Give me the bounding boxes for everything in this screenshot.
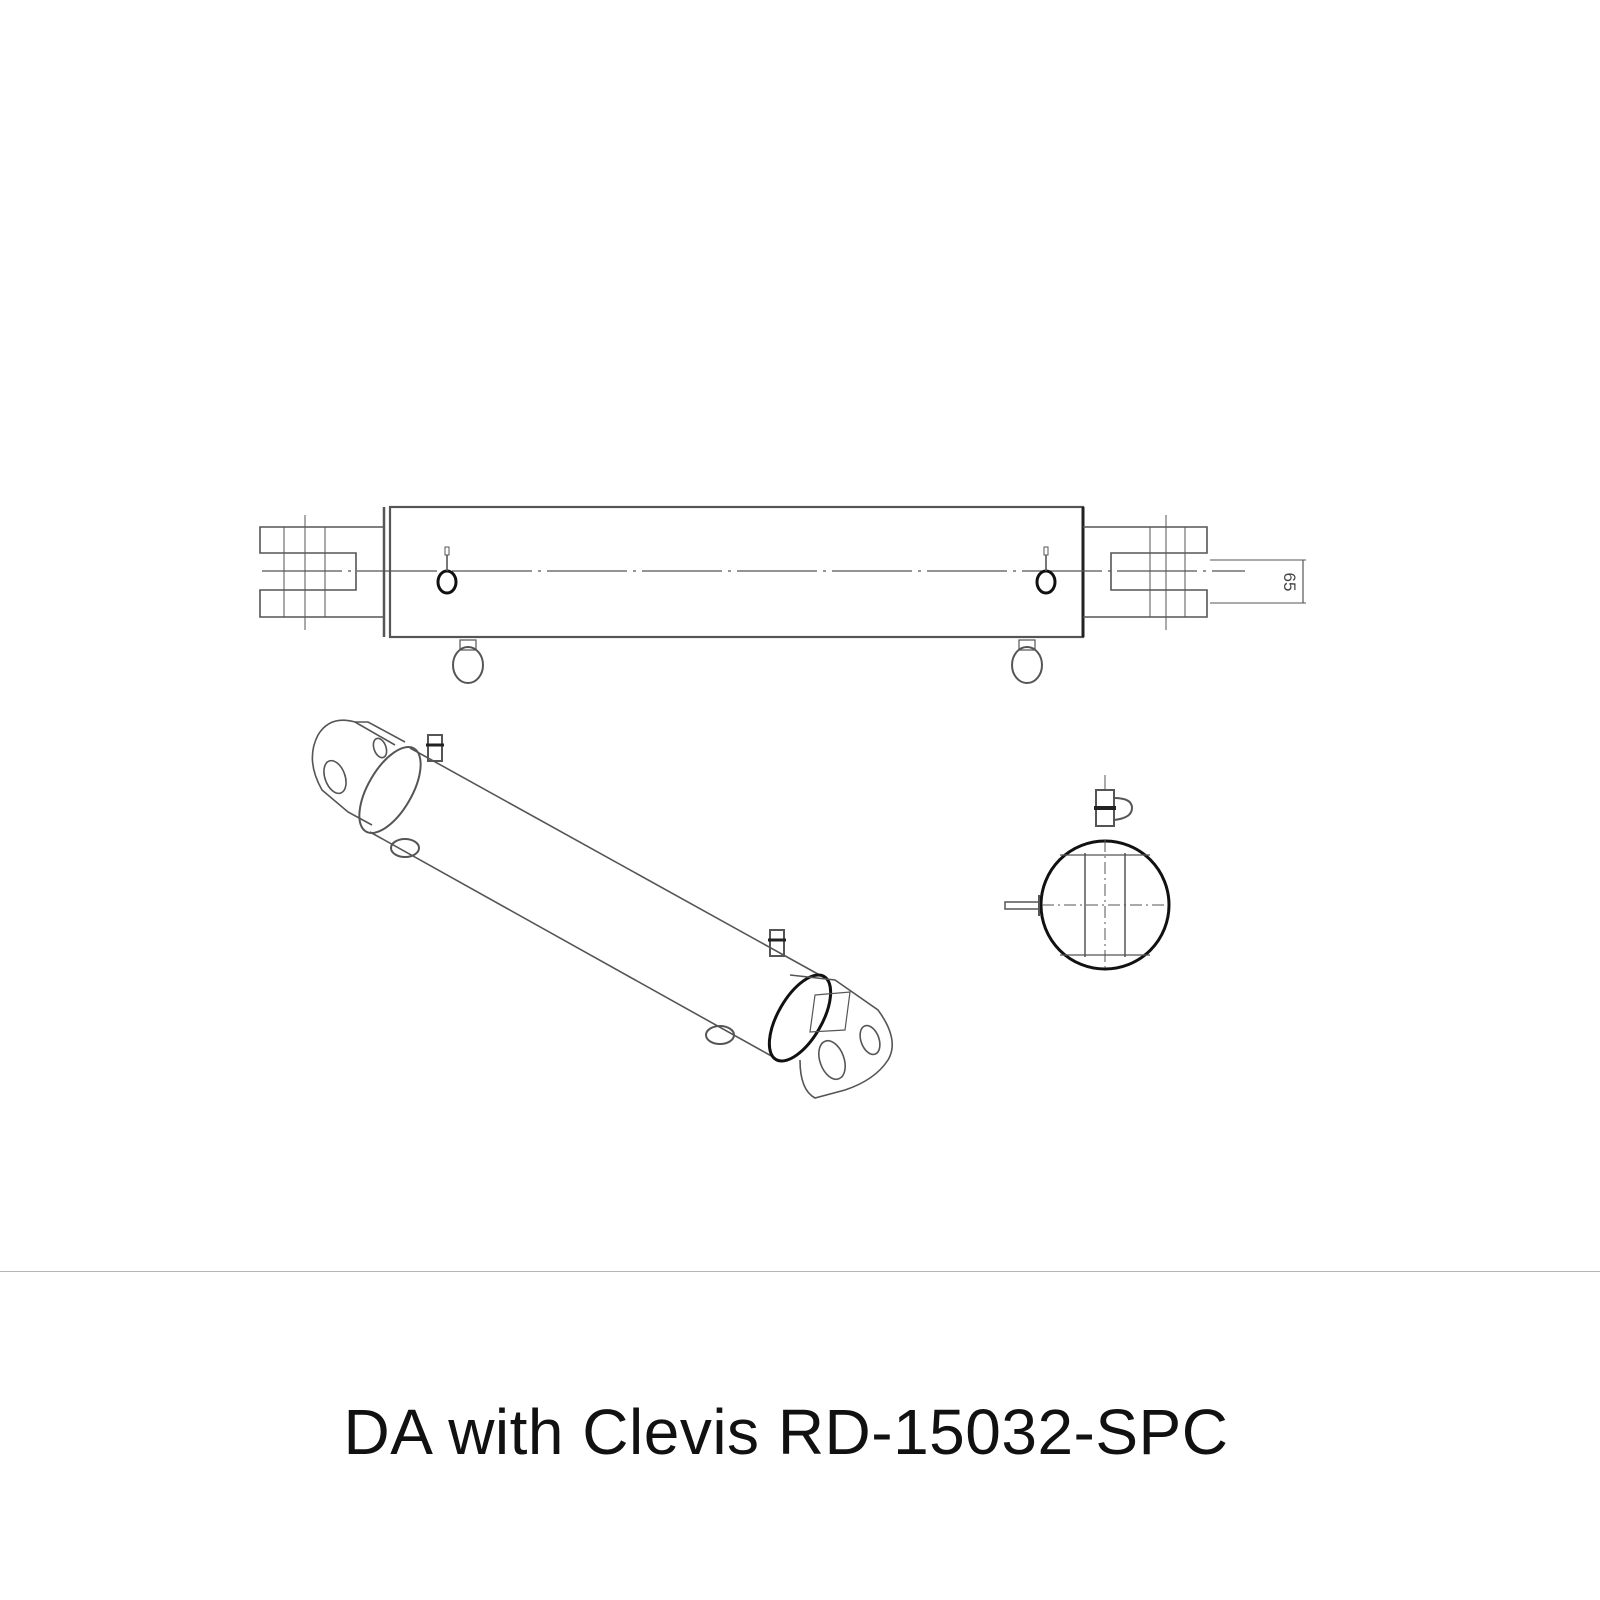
port-fitting-icon xyxy=(426,734,444,762)
iso-left-clevis xyxy=(311,719,396,826)
lug-icon xyxy=(452,639,484,684)
port-fitting-icon xyxy=(436,546,458,595)
left-clevis xyxy=(259,526,384,618)
lug-icon xyxy=(1011,639,1043,684)
end-view xyxy=(1004,775,1171,971)
side-stub-icon xyxy=(1004,895,1040,916)
dimension-label: 65 xyxy=(1280,573,1299,592)
caption-title: DA with Clevis RD-15032-SPC xyxy=(343,1396,1229,1468)
cylinder-body xyxy=(388,505,1085,639)
port-fitting-icon xyxy=(768,929,786,957)
lug-icon xyxy=(390,838,420,858)
dimension-65: 65 xyxy=(1210,559,1306,604)
right-clevis xyxy=(1083,526,1208,618)
iso-right-clevis xyxy=(789,974,894,1099)
lug-icon xyxy=(705,1025,735,1045)
top-view: 65 xyxy=(259,505,1306,684)
port-fitting-icon xyxy=(1094,775,1134,827)
port-fitting-icon xyxy=(1035,546,1057,595)
divider xyxy=(0,1271,1600,1272)
technical-drawing: 65 xyxy=(259,505,1306,1099)
isometric-view xyxy=(311,719,894,1099)
